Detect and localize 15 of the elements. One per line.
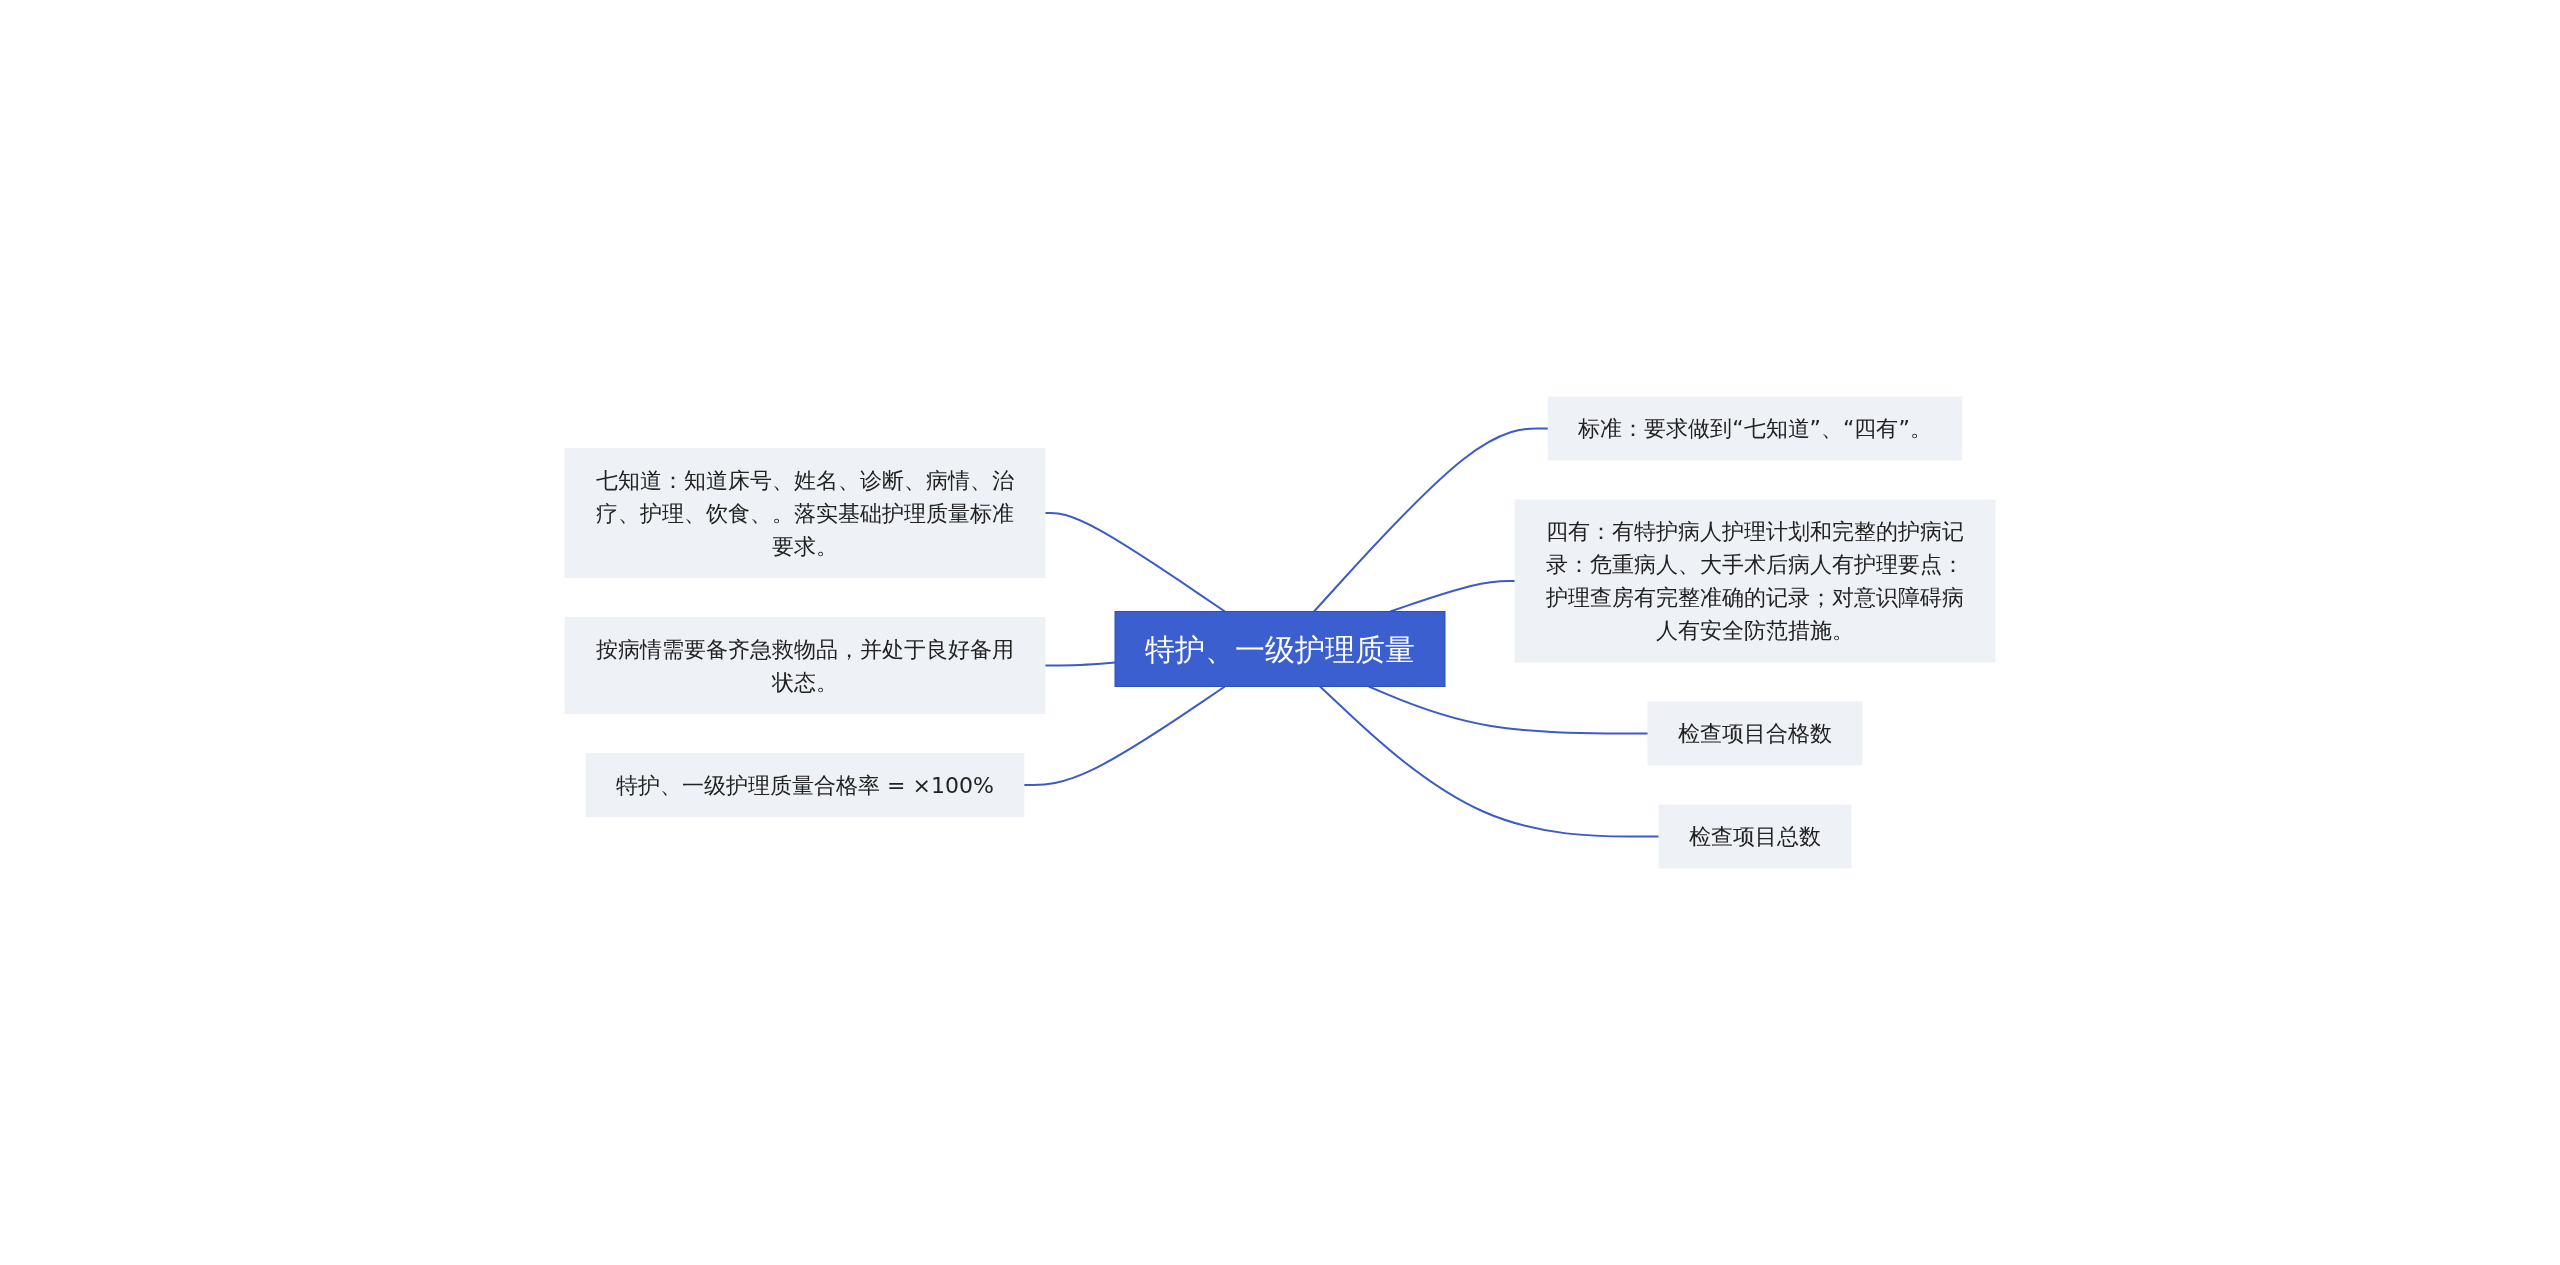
node-box: 标准：要求做到“七知道”、“四有”。 — [1547, 396, 1963, 461]
connector — [1319, 685, 1660, 838]
node-box: 四有：有特护病人护理计划和完整的护病记录：危重病人、大手术后病人有护理要点：护理查房有完整准确的记录；对意识障碍病人有安全防范措施。 — [1514, 499, 1996, 663]
node-box: 检查项目合格数 — [1647, 701, 1863, 766]
node-box: 特护、一级护理质量合格率 = ×100% — [585, 753, 1025, 817]
connector — [1022, 685, 1226, 786]
connector — [1044, 661, 1116, 667]
node-box: 特护、一级护理质量 — [1114, 611, 1446, 687]
connector — [1367, 685, 1649, 735]
connector — [1313, 427, 1550, 613]
node-box: 按病情需要备齐急救物品，并处于良好备用状态。 — [564, 617, 1046, 714]
node-box: 检查项目总数 — [1658, 804, 1852, 869]
node-box: 七知道：知道床号、姓名、诊断、病情、治疗、护理、饮食、。落实基础护理质量标准要求。 — [564, 448, 1046, 578]
connector — [1389, 580, 1516, 613]
connector — [1044, 512, 1226, 613]
